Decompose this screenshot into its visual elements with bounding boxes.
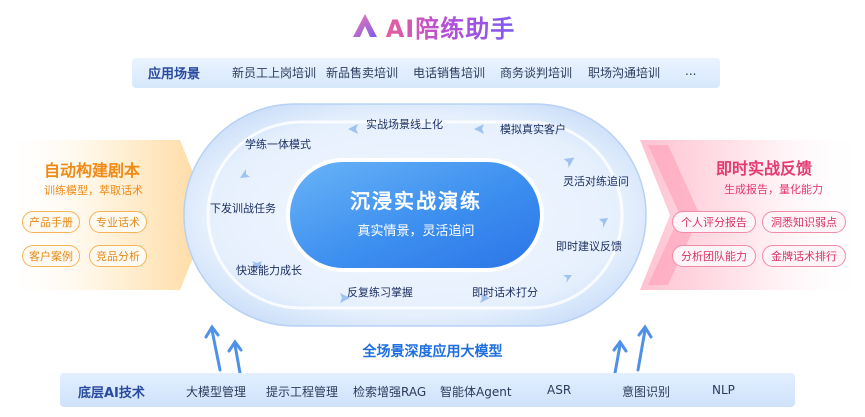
- tech-item: 检索增强RAG: [353, 385, 427, 399]
- loop-step: 即时话术打分: [472, 286, 538, 299]
- up-arrow-icon: [210, 328, 222, 372]
- upward-arrows: [204, 324, 653, 375]
- left-panel-subtitle: 训练模型，萃取话术: [44, 184, 143, 197]
- right-tag: 个人评分报告: [672, 211, 756, 233]
- training-loop-diagram: [183, 103, 647, 327]
- loop-step: 实战场景线上化: [366, 118, 443, 131]
- loop-step: 下发训战任务: [210, 202, 276, 215]
- right-panel-title: 即时实战反馈: [716, 159, 813, 178]
- loop-step: 学练一体模式: [245, 138, 311, 151]
- scenario-item: 新员工上岗培训: [232, 66, 317, 80]
- loop-step: 即时建议反馈: [556, 240, 622, 253]
- left-tag: 产品手册: [22, 211, 80, 233]
- left-tag: 竞品分析: [89, 245, 147, 267]
- up-arrow-icon: [233, 343, 242, 375]
- tech-label: 底层AI技术: [78, 386, 145, 401]
- loop-step: 模拟真实客户: [500, 123, 566, 136]
- tech-item: 大模型管理: [186, 385, 247, 399]
- loop-step: 灵活对练追问: [563, 175, 629, 188]
- core-subtitle: 真实情景，灵活追问: [357, 224, 475, 239]
- tech-item: 提示工程管理: [266, 385, 339, 399]
- scenario-item: ...: [685, 64, 697, 78]
- scenario-bar: [132, 58, 720, 88]
- left-tag: 客户案例: [22, 245, 80, 267]
- loop-step: 快速能力成长: [236, 264, 302, 277]
- right-panel-subtitle: 生成报告，量化能力: [724, 183, 823, 196]
- left-panel-title: 自动构建剧本: [44, 161, 141, 180]
- loop-step: 反复练习掌握: [347, 286, 413, 299]
- scenario-item: 商务谈判培训: [500, 66, 573, 80]
- right-tag: 洞悉知识弱点: [762, 211, 846, 233]
- core-title: 沉浸实战演练: [350, 189, 482, 213]
- tech-item: NLP: [712, 383, 735, 397]
- scenario-item: 职场沟通培训: [588, 66, 661, 80]
- tech-item: 智能体Agent: [440, 385, 512, 399]
- page-title: AI陪练助手: [386, 9, 516, 44]
- right-tag: 分析团队能力: [672, 245, 756, 267]
- title-area: AI陪练助手: [0, 6, 865, 46]
- logo-icon: [352, 14, 377, 37]
- left-tag: 专业话术: [89, 211, 147, 233]
- up-arrow-icon: [613, 343, 622, 375]
- tech-item: ASR: [547, 383, 572, 397]
- scenario-item: 新品售卖培训: [326, 66, 399, 80]
- scenario-item: 电话销售培训: [413, 66, 486, 80]
- tech-item: 意图识别: [622, 385, 671, 399]
- up-arrow-icon: [636, 328, 647, 372]
- right-tag: 金牌话术排行: [762, 245, 846, 267]
- scenario-label: 应用场景: [148, 67, 201, 82]
- model-banner: 全场景深度应用大模型: [362, 344, 503, 360]
- loop-arrow-icon: [240, 124, 608, 303]
- tech-bar: [60, 373, 795, 407]
